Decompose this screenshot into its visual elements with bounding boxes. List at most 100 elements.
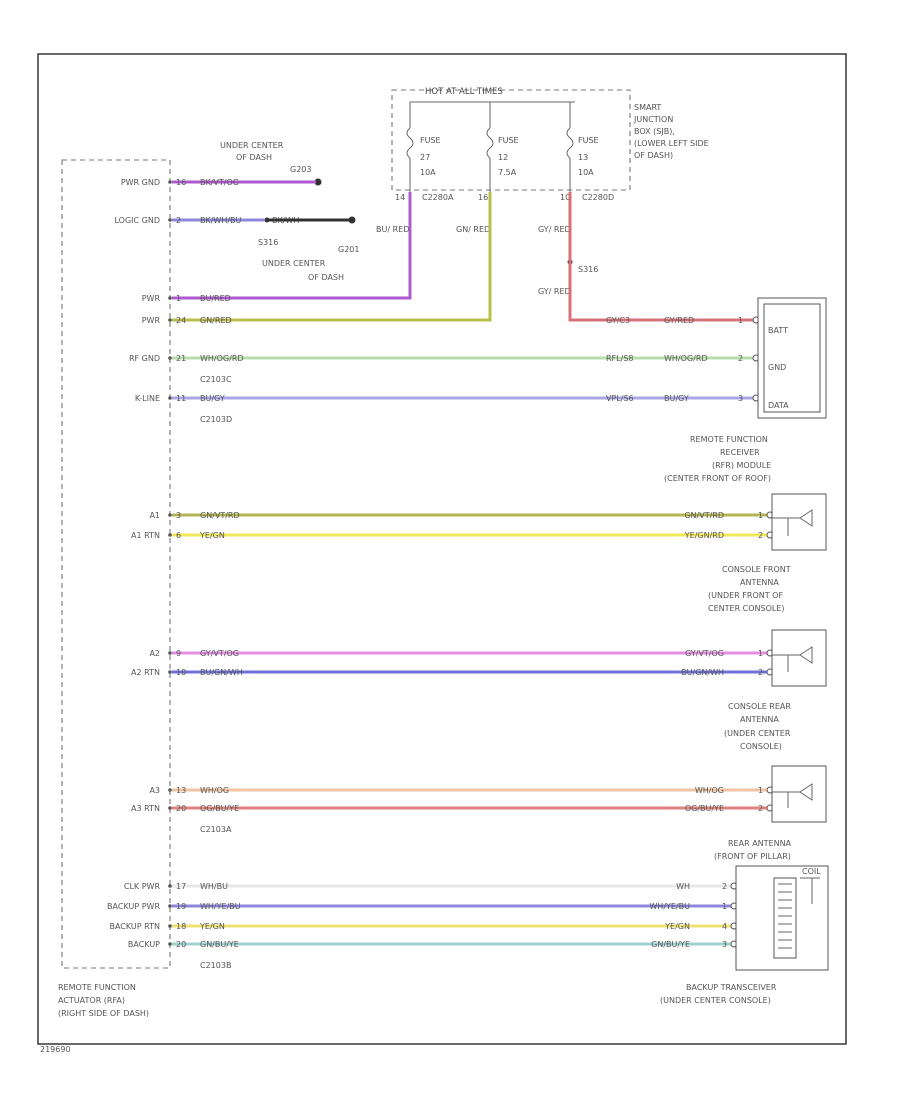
rfr-wire-label-2: BU/GY: [664, 394, 689, 403]
module-wire-label-1: BK/WH/BU: [200, 216, 242, 225]
svg-text:ANTENNA: ANTENNA: [740, 578, 779, 587]
module-pin-label-2: PWR: [142, 294, 161, 303]
wire-label-gn-red-a: GN/ RED: [456, 225, 490, 234]
module-wire-label-6: GN/VT/RD: [200, 511, 240, 520]
module-wire-label-4: WH/OG/RD: [200, 354, 244, 363]
rfr-wire-label-1: WH/OG/RD: [664, 354, 708, 363]
svg-text:GND: GND: [768, 363, 786, 372]
fuse-27: FUSE 27 10A 14 C2280A: [395, 102, 454, 202]
module-pin-number-14: 18: [176, 922, 186, 931]
svg-text:12: 12: [498, 153, 508, 162]
svg-text:(UNDER CENTER CONSOLE): (UNDER CENTER CONSOLE): [660, 996, 771, 1005]
svg-text:BACKUP TRANSCEIVER: BACKUP TRANSCEIVER: [686, 983, 777, 992]
svg-text:(UNDER FRONT OF: (UNDER FRONT OF: [708, 591, 783, 600]
module-pin-dot-15: [168, 942, 172, 946]
antenna-1-wire-1: BU/GN/WH: [681, 668, 724, 677]
module-pin-label-5: K-LINE: [135, 394, 160, 403]
module-pin-label-8: A2: [149, 649, 160, 658]
wire-layer: [168, 180, 774, 948]
svg-text:FUSE: FUSE: [578, 136, 599, 145]
module-pin-dot-14: [168, 924, 172, 928]
module-pin-label-11: A3 RTN: [131, 804, 160, 813]
antenna-1-pin-1: 2: [758, 668, 763, 677]
module-name-label: REMOTE FUNCTION ACTUATOR (RFA) (RIGHT SI…: [58, 983, 149, 1018]
svg-text:UNDER CENTER: UNDER CENTER: [262, 259, 326, 268]
module-pin-number-6: 3: [176, 511, 181, 520]
svg-text:FUSE: FUSE: [498, 136, 519, 145]
module-pin-label-14: BACKUP RTN: [109, 922, 160, 931]
module-pin-number-2: 1: [176, 294, 181, 303]
antenna-1-pin-0: 1: [758, 649, 763, 658]
antenna-0-pin-0: 1: [758, 511, 763, 520]
module-pin-dot-1: [168, 218, 172, 222]
svg-text:JUNCTION: JUNCTION: [633, 115, 673, 124]
module-pin-number-12: 17: [176, 882, 186, 891]
ground-g203: UNDER CENTER OF DASH G203: [220, 141, 322, 186]
transceiver-wire-3: GN/BU/YE: [651, 940, 690, 949]
rfr-pin-0: 1: [738, 316, 743, 325]
transceiver-pin-2: 4: [722, 922, 727, 931]
svg-text:CENTER CONSOLE): CENTER CONSOLE): [708, 604, 785, 613]
module-connector-15: C2103B: [200, 961, 231, 970]
svg-text:10: 10: [560, 193, 570, 202]
module-pin-label-4: RF GND: [129, 354, 160, 363]
fuse-box-title: HOT AT ALL TIMES: [425, 87, 503, 97]
module-pin-dot-3: [168, 318, 172, 322]
module-pin-number-3: 24: [176, 316, 186, 325]
antenna-0-wire-1: YE/GN/RD: [684, 531, 724, 540]
svg-text:S316: S316: [258, 238, 278, 247]
module-wire-label-8: GY/VT/OG: [200, 649, 239, 658]
rfr-splice-label-1: RFL/S8: [606, 354, 633, 363]
antenna-2-wire-1: OG/BU/YE: [685, 804, 724, 813]
rfr-splice-label-0: GY/C3: [606, 316, 630, 325]
antenna-console-rear: CONSOLE REAR ANTENNA (UNDER CENTER CONSO…: [724, 629, 827, 751]
module-pin-number-15: 20: [176, 940, 186, 949]
module-wire-label-3: GN/RED: [200, 316, 232, 325]
svg-text:C2280A: C2280A: [422, 193, 454, 202]
wire-label-bu-red-a: BU/ RED: [376, 225, 409, 234]
module-pin-label-9: A2 RTN: [131, 668, 160, 677]
wire-label-gy-red-a: GY/ RED: [538, 225, 571, 234]
antenna-console-front: CONSOLE FRONT ANTENNA (UNDER FRONT OF CE…: [708, 493, 827, 613]
rfr-pin-2: 3: [738, 394, 743, 403]
svg-text:CONSOLE): CONSOLE): [740, 742, 782, 751]
antenna-rear: REAR ANTENNA (FRONT OF PILLAR): [714, 765, 827, 861]
module-pin-label-7: A1 RTN: [131, 531, 160, 540]
module-connector-11: C2103A: [200, 825, 232, 834]
svg-text:16: 16: [478, 193, 488, 202]
module-pin-label-3: PWR: [142, 316, 161, 325]
svg-text:GY/ RED: GY/ RED: [538, 287, 571, 296]
svg-text:OF DASH: OF DASH: [236, 153, 272, 162]
diagram-frame: [37, 53, 847, 1045]
module-pin-dot-11: [168, 806, 172, 810]
module-wire-label-5: BU/GY: [200, 394, 225, 403]
splice-s316: S316 GY/ RED: [538, 259, 598, 296]
sjb-location-label: SMART JUNCTION BOX (SJB), (LOWER LEFT SI…: [633, 103, 709, 160]
svg-text:(RFR) MODULE: (RFR) MODULE: [712, 461, 771, 470]
antenna-2-pin-0: 1: [758, 786, 763, 795]
module-pin-label-1: LOGIC GND: [115, 216, 161, 225]
module-pin-label-0: PWR GND: [121, 178, 160, 187]
module-pin-dot-13: [168, 904, 172, 908]
svg-text:14: 14: [395, 193, 405, 202]
fuse-13: FUSE 13 10A 10 C2280D: [560, 102, 614, 202]
diagram-id: 219690: [40, 1045, 71, 1054]
module-wire-label-14: YE/GN: [199, 922, 225, 931]
module-pin-label-6: A1: [149, 511, 160, 520]
antenna-0-pin-1: 2: [758, 531, 763, 540]
rfr-wire-label-0: GY/RED: [664, 316, 694, 325]
module-wire-label-9: BU/GN/WH: [200, 668, 243, 677]
svg-text:10A: 10A: [420, 168, 436, 177]
svg-text:REMOTE FUNCTION: REMOTE FUNCTION: [58, 983, 136, 992]
module-pin-dot-0: [168, 180, 172, 184]
fuse-box-outline: [391, 89, 631, 191]
module-pin-number-8: 9: [176, 649, 181, 658]
module-pin-number-0: 16: [176, 178, 186, 187]
module-connector-5: C2103D: [200, 415, 232, 424]
module-wire-label-2: BU/RED: [200, 294, 231, 303]
module-connector-4: C2103C: [200, 375, 232, 384]
transceiver-wire-0: WH: [676, 882, 690, 891]
rfr-module: BATT GND DATA REMOTE FUNCTION RECEIVER (…: [664, 297, 827, 483]
svg-text:(RIGHT SIDE OF DASH): (RIGHT SIDE OF DASH): [58, 1009, 149, 1018]
rfr-splice-label-2: VPL/S6: [606, 394, 634, 403]
